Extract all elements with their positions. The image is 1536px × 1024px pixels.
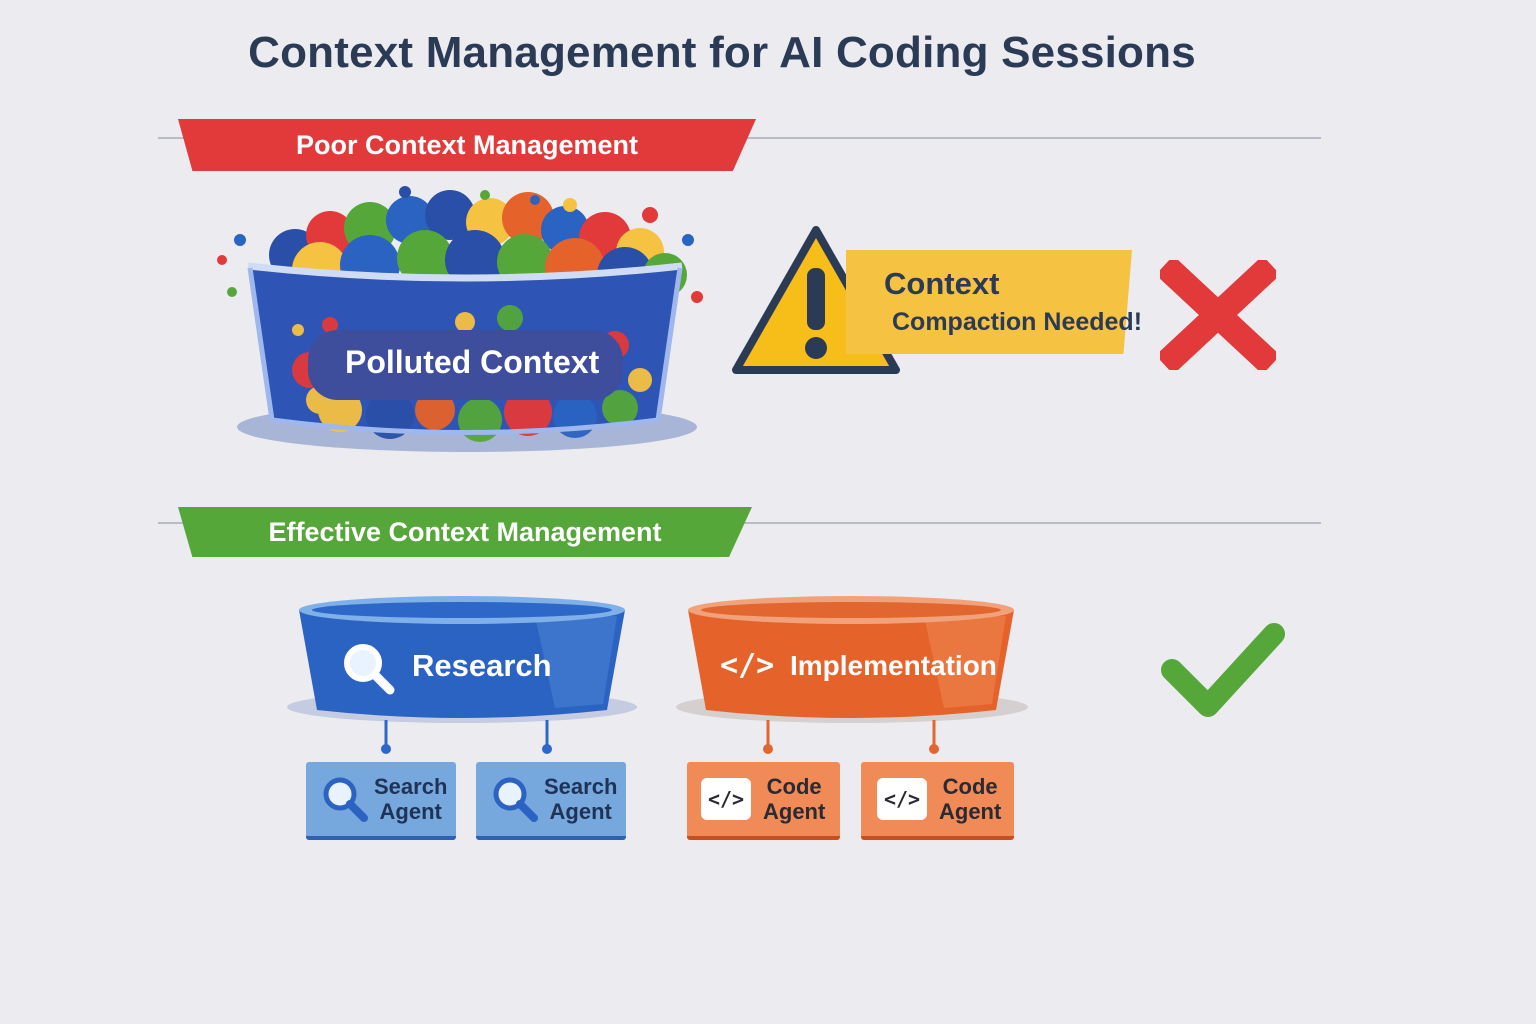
agent-label-line1: Code	[766, 774, 822, 799]
callout-title: Context	[884, 266, 1000, 301]
polluted-tub-illustration	[217, 186, 703, 452]
search-agent-box: Search Agent	[476, 762, 626, 840]
search-agent-box: Search Agent	[306, 762, 456, 840]
agent-label-line1: Search	[374, 774, 448, 799]
compaction-callout	[846, 250, 1132, 354]
agent-label: Search Agent	[374, 774, 447, 824]
red-x-icon	[1160, 260, 1276, 370]
agent-label-line2: Agent	[763, 799, 826, 824]
agent-label: Code Agent	[939, 774, 1001, 824]
research-label: Research	[412, 648, 552, 683]
code-agent-box: </> Code Agent	[861, 762, 1014, 840]
magnifier-icon	[493, 777, 538, 822]
agent-label-line2: Agent	[379, 799, 442, 824]
implementation-label: Implementation	[790, 650, 997, 681]
code-agent-box: </> Code Agent	[687, 762, 840, 840]
magnifier-icon	[323, 777, 368, 822]
agent-label-line1: Search	[544, 774, 618, 799]
agent-label: Search Agent	[544, 774, 617, 824]
code-icon: </>	[720, 648, 775, 683]
callout-subtitle: Compaction Needed!	[892, 308, 1143, 336]
poor-section-heading: Poor Context Management	[295, 129, 639, 160]
agent-label-line2: Agent	[549, 799, 612, 824]
research-tub	[287, 596, 637, 754]
polluted-context-label: Polluted Context	[345, 344, 600, 380]
code-icon: </>	[701, 778, 751, 820]
implementation-tub	[676, 596, 1028, 754]
page-title: Context Management for AI Coding Session…	[248, 28, 1196, 77]
effective-section-banner: Effective Context Management	[178, 507, 752, 557]
green-check-icon	[1161, 623, 1285, 717]
agent-label-line1: Code	[942, 774, 998, 799]
agent-label-line2: Agent	[939, 799, 1002, 824]
code-icon: </>	[877, 778, 927, 820]
effective-section-heading: Effective Context Management	[268, 516, 662, 547]
agent-label: Code Agent	[763, 774, 825, 824]
magnifier-icon	[344, 644, 395, 695]
poor-section-banner: Poor Context Management	[178, 119, 756, 171]
